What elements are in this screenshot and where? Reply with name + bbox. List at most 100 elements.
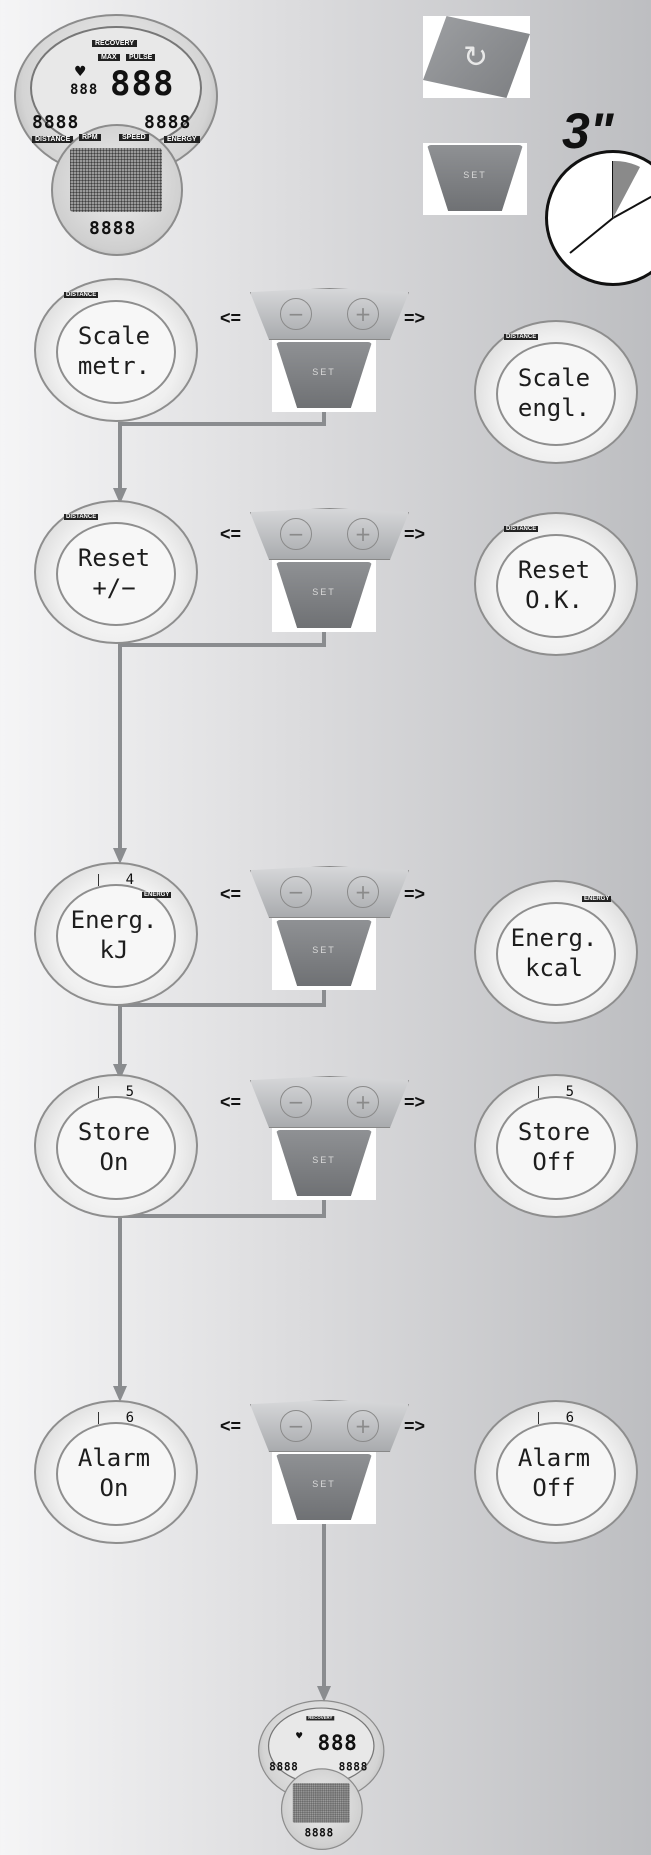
lcd-reset-pm: DISTANCE Reset +/−	[34, 500, 198, 644]
set-button[interactable]: SET	[272, 560, 376, 632]
lcd-line1: Energ.	[70, 906, 158, 934]
left-arrow: <=	[220, 1092, 242, 1112]
left-arrow: <=	[220, 1416, 242, 1436]
lcd-step-number: 5	[565, 1084, 574, 1100]
dot-matrix-screen	[70, 148, 162, 212]
right-arrow: =>	[404, 884, 426, 904]
connector-3	[118, 985, 326, 1066]
rotate-icon: ↻	[463, 40, 489, 75]
right-arrow: =>	[404, 308, 426, 328]
plus-icon: +	[347, 1410, 379, 1442]
rotate-button[interactable]: ↻	[423, 16, 530, 98]
lcd-reset-ok: DISTANCE Reset O.K.	[474, 512, 638, 656]
plus-minus-button[interactable]: − +	[250, 508, 409, 560]
console-display-top: RECOVERY MAX PULSE ♥ 888 888 8888 8888 D…	[14, 14, 218, 264]
lcd-line1: Alarm	[77, 1444, 151, 1472]
lcd-tag: DISTANCE	[64, 292, 99, 298]
set-button-label: SET	[312, 367, 336, 377]
set-button[interactable]: SET	[272, 918, 376, 990]
display-lower-ring: RPM SPEED 8888	[51, 124, 183, 256]
lcd-face	[56, 884, 176, 988]
lcd-step-number: 6	[565, 1410, 574, 1426]
plus-minus-button[interactable]: − +	[250, 288, 409, 340]
right-arrow: =>	[404, 524, 426, 544]
lcd-store-off: 5 Store Off	[474, 1074, 638, 1218]
lcd-step-number: 5	[125, 1084, 134, 1100]
lcd-energy-kcal: ENERGY Energ. kcal	[474, 880, 638, 1024]
set-button-label: SET	[312, 945, 336, 955]
lcd-tag: ENERGY	[142, 892, 172, 898]
label-recovery: RECOVERY	[92, 40, 138, 47]
right-arrow: =>	[404, 1092, 426, 1112]
lcd-line1: Store	[517, 1118, 591, 1146]
lcd-alarm-off: 6 Alarm Off	[474, 1400, 638, 1544]
lcd-face	[496, 1096, 616, 1200]
set-button[interactable]: SET	[272, 1452, 376, 1524]
lcd-face	[496, 534, 616, 638]
connector-1	[118, 406, 326, 490]
lcd-tick	[538, 1412, 539, 1424]
arrowhead-2	[113, 848, 127, 864]
plus-icon: +	[347, 1086, 379, 1118]
lcd-line2: kcal	[525, 954, 583, 982]
digits-main: 888	[110, 64, 175, 104]
lcd-line2: Off	[532, 1474, 576, 1502]
heart-icon: ♥	[295, 1731, 303, 1741]
lcd-line2: kJ	[99, 936, 129, 964]
plus-icon: +	[347, 876, 379, 908]
right-arrow: =>	[404, 1416, 426, 1436]
plus-icon: +	[347, 518, 379, 550]
minus-icon: −	[280, 298, 312, 330]
lcd-line1: Scale	[517, 364, 591, 392]
lcd-tag: DISTANCE	[64, 514, 99, 520]
lcd-face	[56, 1096, 176, 1200]
lcd-scale-metric: DISTANCE Scale metr.	[34, 278, 198, 422]
hold-duration-label: 3"	[562, 103, 614, 159]
minus-icon: −	[280, 876, 312, 908]
lcd-line1: Reset	[517, 556, 591, 584]
arrowhead-5	[317, 1686, 331, 1702]
left-arrow: <=	[220, 308, 242, 328]
pm-shape	[250, 1400, 409, 1452]
pm-shape	[250, 508, 409, 560]
pm-shape	[250, 288, 409, 340]
lcd-tag: ENERGY	[582, 896, 612, 902]
lcd-line1: Scale	[77, 322, 151, 350]
lcd-face	[56, 522, 176, 626]
minus-icon: −	[280, 518, 312, 550]
arrowhead-3	[113, 1064, 127, 1080]
label-pulse: PULSE	[126, 54, 156, 61]
digits-row-right: 8888	[338, 1760, 368, 1774]
lcd-line1: Energ.	[510, 924, 598, 952]
set-button[interactable]: SET	[272, 340, 376, 412]
plus-minus-button[interactable]: − +	[250, 866, 409, 918]
digits-bottom: 8888	[304, 1826, 334, 1840]
digits-bottom: 8888	[89, 218, 137, 239]
lcd-step-number: 6	[125, 1410, 134, 1426]
lcd-line2: metr.	[77, 352, 151, 380]
set-button-hold[interactable]: SET	[423, 143, 527, 215]
lcd-line1: Alarm	[517, 1444, 591, 1472]
plus-minus-button[interactable]: − +	[250, 1400, 409, 1452]
digits-row-left: 8888	[269, 1760, 299, 1774]
set-button-label: SET	[463, 170, 487, 180]
label-rpm: RPM	[79, 134, 101, 141]
arrowhead-1	[113, 488, 127, 504]
label-energy: ENERGY	[164, 136, 200, 143]
set-button[interactable]: SET	[272, 1128, 376, 1200]
lcd-tick	[98, 874, 99, 886]
left-arrow: <=	[220, 884, 242, 904]
plus-minus-button[interactable]: − +	[250, 1076, 409, 1128]
lcd-face	[56, 300, 176, 404]
arrowhead-4	[113, 1386, 127, 1402]
lcd-line2: On	[99, 1474, 129, 1502]
lcd-tag: DISTANCE	[504, 334, 539, 340]
digits-main: 888	[317, 1731, 358, 1756]
label-recovery: RECOVERY	[306, 1716, 335, 1721]
label-distance: DISTANCE	[32, 136, 74, 143]
pm-shape	[250, 1076, 409, 1128]
digits-left: 888	[70, 82, 99, 98]
label-speed: SPEED	[119, 134, 149, 141]
pm-shape	[250, 866, 409, 918]
